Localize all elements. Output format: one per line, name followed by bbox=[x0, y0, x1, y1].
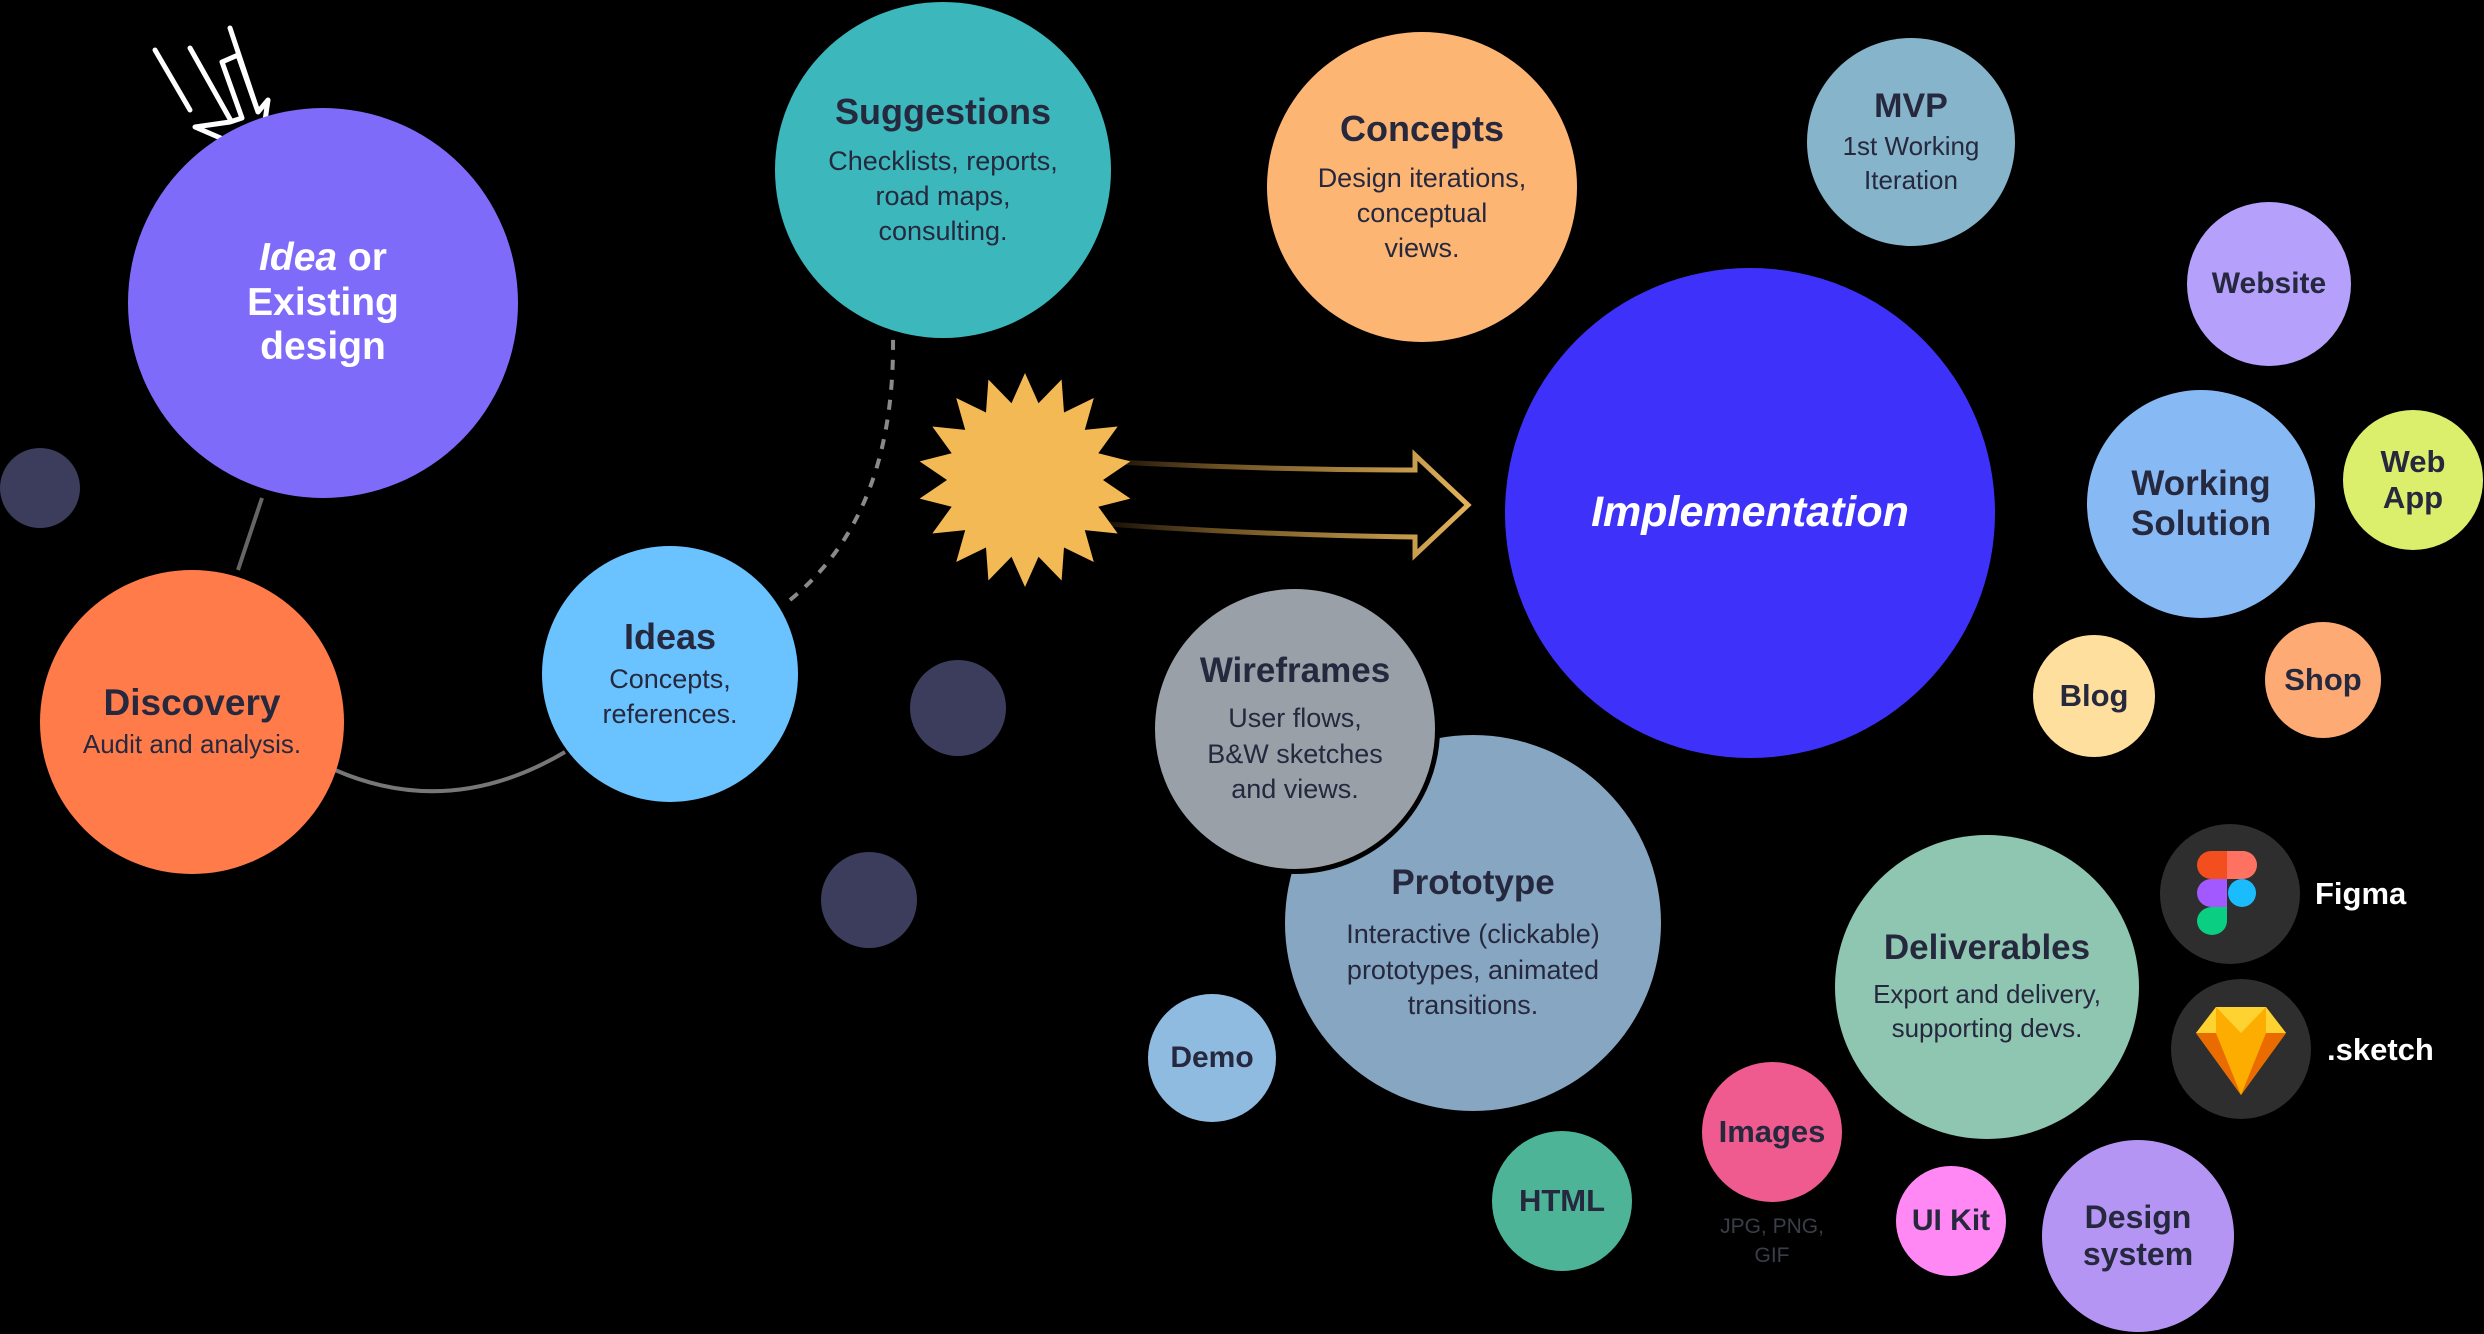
node-html[interactable]: HTML bbox=[1492, 1131, 1632, 1271]
web-app-title-1: Web bbox=[2380, 444, 2446, 480]
node-discovery[interactable]: Discovery Audit and analysis. bbox=[40, 570, 344, 874]
discovery-title: Discovery bbox=[103, 681, 281, 723]
node-ui-kit[interactable]: UI Kit bbox=[1896, 1166, 2006, 1276]
design-system-title-2: system bbox=[2082, 1236, 2194, 1272]
deliverables-subtitle-1: Export and delivery, bbox=[1873, 979, 2101, 1010]
suggestions-subtitle-3: consulting. bbox=[878, 216, 1008, 247]
html-title: HTML bbox=[1518, 1183, 1606, 1219]
connector-ideas-suggestions-dashed bbox=[788, 337, 896, 602]
ui-kit-title: UI Kit bbox=[1911, 1203, 1991, 1237]
concepts-title: Concepts bbox=[1339, 107, 1505, 149]
node-ideas[interactable]: Ideas Concepts, references. bbox=[542, 546, 798, 802]
blog-title: Blog bbox=[2059, 678, 2129, 714]
node-wireframes[interactable]: Wireframes User flows, B&W sketches and … bbox=[1150, 584, 1440, 874]
working-solution-title-1: Working bbox=[2131, 463, 2271, 503]
idea-title-rest: or bbox=[337, 235, 387, 279]
ideas-subtitle-2: references. bbox=[602, 698, 738, 729]
suggestions-subtitle-2: road maps, bbox=[875, 181, 1011, 212]
concepts-subtitle-2: conceptual bbox=[1356, 198, 1488, 229]
images-title: Images bbox=[1718, 1114, 1826, 1150]
images-format-note: JPG, PNG, GIF bbox=[1702, 1212, 1842, 1271]
sketch-diamond-icon[interactable] bbox=[2171, 979, 2311, 1119]
web-app-title-2: App bbox=[2382, 480, 2444, 515]
wireframes-subtitle-1: User flows, bbox=[1228, 703, 1362, 734]
ideas-title: Ideas bbox=[623, 616, 717, 658]
deliverables-subtitle-2: supporting devs. bbox=[1891, 1013, 2083, 1044]
design-system-title-1: Design bbox=[2084, 1199, 2192, 1236]
implementation-title: Implementation bbox=[1591, 488, 1909, 537]
figma-label: Figma bbox=[2315, 876, 2407, 911]
node-images[interactable]: Images bbox=[1702, 1062, 1842, 1202]
arrow-to-implementation bbox=[1079, 449, 1472, 561]
images-note-1: JPG, PNG, bbox=[1720, 1215, 1824, 1238]
figma-logo-icon[interactable] bbox=[2160, 824, 2300, 964]
mvp-subtitle-1: 1st Working bbox=[1842, 130, 1980, 161]
images-note-2: GIF bbox=[1754, 1244, 1790, 1268]
idea-title-line3: design bbox=[260, 325, 386, 369]
node-shop[interactable]: Shop bbox=[2265, 622, 2381, 738]
node-web-app[interactable]: Web App bbox=[2343, 410, 2483, 550]
node-concepts[interactable]: Concepts Design iterations, conceptual v… bbox=[1267, 32, 1577, 342]
prototype-subtitle-1: Interactive (clickable) bbox=[1346, 919, 1600, 950]
node-design-system[interactable]: Design system bbox=[2042, 1140, 2234, 1332]
wireframes-subtitle-3: and views. bbox=[1231, 773, 1359, 804]
discovery-subtitle: Audit and analysis. bbox=[82, 729, 302, 760]
decorative-dot-2 bbox=[910, 660, 1006, 756]
mvp-title: MVP bbox=[1874, 86, 1948, 125]
wireframes-subtitle-2: B&W sketches bbox=[1207, 738, 1383, 769]
prototype-title: Prototype bbox=[1391, 863, 1555, 903]
node-blog[interactable]: Blog bbox=[2033, 635, 2155, 757]
node-website[interactable]: Website bbox=[2187, 202, 2351, 366]
node-suggestions[interactable]: Suggestions Checklists, reports, road ma… bbox=[775, 2, 1111, 338]
decorative-dot-1 bbox=[0, 448, 80, 528]
idea-title-emphasis: Idea bbox=[259, 235, 338, 279]
node-idea[interactable]: Idea or Existing design bbox=[128, 108, 518, 498]
concepts-subtitle-1: Design iterations, bbox=[1317, 163, 1527, 194]
suggestions-subtitle-1: Checklists, reports, bbox=[828, 146, 1058, 177]
starburst-icon bbox=[919, 373, 1131, 587]
ideas-subtitle-1: Concepts, bbox=[609, 663, 731, 694]
node-implementation[interactable]: Implementation bbox=[1505, 268, 1995, 758]
decorative-dot-3 bbox=[821, 852, 917, 948]
website-title: Website bbox=[2211, 266, 2327, 300]
node-mvp[interactable]: MVP 1st Working Iteration bbox=[1807, 38, 2015, 246]
suggestions-title: Suggestions bbox=[834, 90, 1052, 132]
concepts-subtitle-3: views. bbox=[1384, 233, 1460, 264]
node-working-solution[interactable]: Working Solution bbox=[2087, 390, 2315, 618]
prototype-subtitle-3: transitions. bbox=[1407, 989, 1539, 1020]
idea-title-line2: Existing bbox=[247, 280, 399, 324]
connector-idea-discovery bbox=[236, 497, 264, 571]
mvp-subtitle-2: Iteration bbox=[1864, 164, 1958, 195]
sketch-label: .sketch bbox=[2327, 1032, 2434, 1067]
node-deliverables[interactable]: Deliverables Export and delivery, suppor… bbox=[1835, 835, 2139, 1139]
connector-discovery-ideas bbox=[334, 750, 567, 794]
node-demo[interactable]: Demo bbox=[1148, 994, 1276, 1122]
deliverables-title: Deliverables bbox=[1883, 928, 2091, 968]
prototype-subtitle-2: prototypes, animated bbox=[1346, 954, 1600, 985]
working-solution-title-2: Solution bbox=[2131, 504, 2271, 543]
wireframes-title: Wireframes bbox=[1199, 651, 1391, 691]
demo-title: Demo bbox=[1170, 1040, 1254, 1074]
shop-title: Shop bbox=[2284, 662, 2362, 698]
